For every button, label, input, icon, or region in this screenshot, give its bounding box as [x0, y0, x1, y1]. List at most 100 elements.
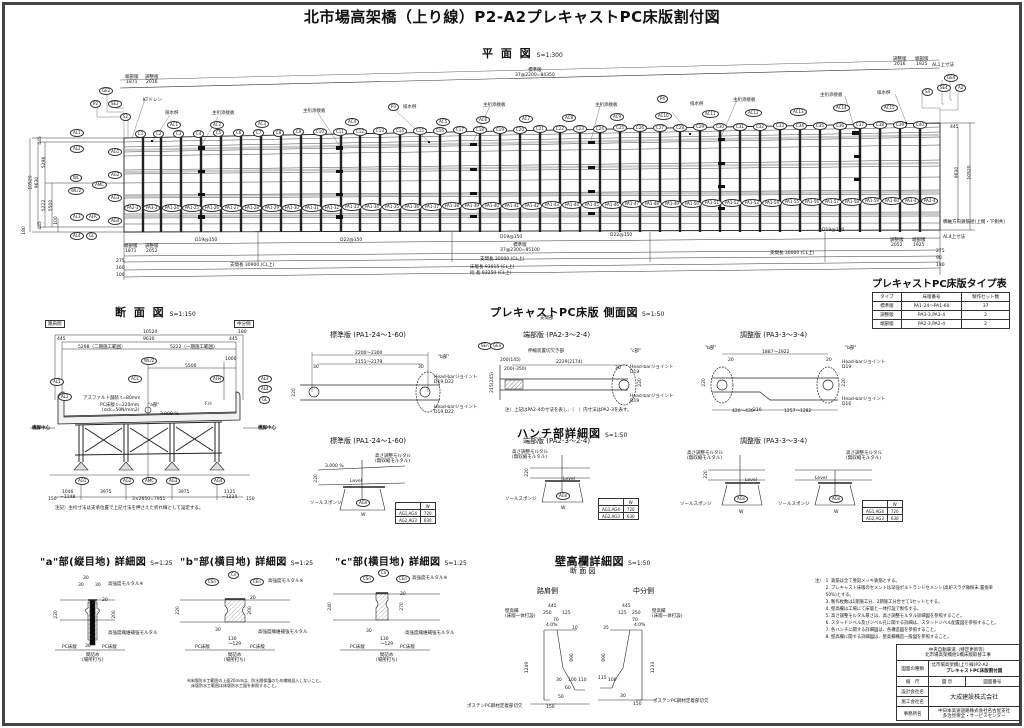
offset-3: 100 — [116, 273, 125, 278]
haunch-adj-width-left: W — [739, 510, 744, 515]
title-block-office-label: 事務所名 — [895, 706, 930, 721]
callout-joint-1: 主桁添接板 — [212, 111, 235, 116]
callout-drain-2: 排水桝 — [403, 105, 417, 110]
label-ac7: AC7 — [519, 115, 534, 123]
cross-beam-labels: C1 C2 C3 C4 C5 C6 C7 C8 C9 C10 C11 C12 C… — [135, 121, 935, 138]
label-ge4: GE4 — [944, 74, 959, 82]
rebar-label-1: D19@150 — [195, 238, 218, 243]
rebar-label-5: D19@150 — [822, 228, 845, 233]
section-right-side: 中分側 — [234, 320, 254, 328]
panel-pa1-33: PA1-33 — [342, 203, 362, 211]
label-c25: C25 — [613, 124, 627, 132]
label-ag3: AG3 — [108, 194, 123, 202]
detail-c-right-slab: PC床版 — [400, 645, 415, 650]
title-block-office: 中日本高速道路株式会社名古屋支社多治見保全・サービスセンター — [928, 706, 1020, 721]
section-bottom-r1: 1121~1224 — [222, 490, 238, 500]
section-label-al1: AL1 — [50, 378, 64, 386]
details-footnote: ※床版防水工範囲の上面20mmは、防水層保護のため繊維混入しないこと。 床版防水… — [187, 678, 324, 688]
section-label-gl: GL — [259, 396, 271, 404]
panel-pa1-40: PA1-40 — [482, 202, 502, 210]
label-gl: GL — [86, 232, 98, 240]
parapet-left-w1: 250 — [543, 611, 552, 616]
side-std-dim2: 2151〜2179 — [355, 360, 383, 365]
span-length-1: 支間長 30900 (CL上) — [230, 263, 275, 268]
panel-pa1-27: PA1-27 — [222, 204, 242, 212]
side-end-dim1: 2229(2174) — [556, 360, 583, 365]
title-block: 中央自動車道（特定更新等）北市場高架橋他1橋床版取替工事 図面の種類北市場高架橋… — [895, 644, 1021, 721]
note-item: 2. プレキャスト床版のセメントは早強ポルトランドセメント(高炉スラグ微粉末 置… — [825, 586, 993, 591]
label-a2: A2 — [955, 84, 967, 92]
section-note: 注記）主桁寸法は支承位置で上記寸法を押さえた折れ線として設定する。 — [55, 506, 204, 511]
rebar-label-3: D19@150 — [500, 235, 523, 240]
parapet-left-h2: 890 — [569, 653, 575, 662]
panel-pa2-3: PA2-3 — [124, 204, 142, 212]
label-c19: C19 — [493, 126, 507, 134]
label-p2: P2 — [90, 100, 101, 108]
label-c39: C39 — [893, 121, 907, 129]
panel-pa3-4: PA3-4 — [902, 197, 920, 205]
offset-right-1: 275 — [936, 249, 945, 254]
parapet-left-post: ポステンPC鋼材定着部切欠 — [467, 704, 523, 709]
section-asphalt-note: アスファルト舗装 t=80mm — [83, 396, 141, 401]
haunch-standard-title: 標準版 (PA1-24〜1-60) — [330, 437, 407, 445]
parapet-left-label: 壁高欄(床版一体打設) — [505, 609, 536, 619]
note-item: 50%)とする。 — [825, 593, 854, 598]
label-c14: C14 — [393, 127, 407, 135]
panel-pa1-54: PA1-54 — [762, 199, 782, 207]
section-dim-right-ext: 180 — [238, 330, 247, 335]
title-block-design-label: 設計会社名 — [895, 686, 930, 697]
label-s4: S4 — [922, 88, 934, 96]
side-end-c-part: "c部" — [630, 349, 642, 354]
side-end-label-gen: GEn — [490, 342, 505, 350]
section-pc-slab-note: PC床版 t=220mm — [100, 403, 140, 408]
label-ac6: AC6 — [476, 116, 491, 124]
label-c31: C31 — [733, 123, 747, 131]
parapet-right-h1: 35 — [603, 626, 609, 631]
detail-c-width: 130〜129 — [380, 637, 394, 647]
haunch-end-girder: AGn — [556, 492, 571, 500]
label-ac9: AC9 — [610, 113, 625, 121]
side-adj-edge2: 20 — [826, 358, 832, 363]
parapet-left-h3: 100 — [568, 678, 577, 683]
haunch-std-girder: AGn — [356, 499, 371, 507]
section-girder-ag1: AG1 — [75, 477, 90, 485]
side-end-notch: 伸縮装置切欠き部 — [528, 349, 564, 354]
label-se2: SE2 — [108, 100, 122, 108]
side-adj-bot2: 210 — [753, 408, 762, 413]
label-c33: C33 — [773, 122, 787, 130]
haunch-std-sponge: ソールスポンジ — [310, 501, 342, 506]
haunch-adj-level-right: Level — [815, 476, 827, 481]
label-ge2: GE2 — [99, 87, 114, 95]
haunch-end-width: W — [561, 506, 566, 511]
section-label-acl: ACL — [128, 375, 142, 383]
haunch-end-mortar: 高さ調整モルタル(無収縮モルタル) — [512, 450, 548, 460]
label-c2: C2 — [153, 130, 165, 138]
label-ag4: AG4 — [108, 217, 123, 225]
label-ac11: AC11 — [702, 110, 719, 118]
haunch-adj-sponge-right: ソールスポンジ — [778, 502, 810, 507]
label-c36: C36 — [833, 122, 847, 130]
side-std-b-part: "b部" — [438, 355, 450, 360]
detail-b-left-slab: PC床版 — [195, 645, 210, 650]
section-bottom-right: 150 — [246, 497, 255, 502]
plan-al4-note: AL4上寸法 — [943, 235, 965, 240]
note-item: 4. 壁高欄は工場にて床版と一体打設で製作する。 — [825, 607, 922, 612]
offset-right-3: 180 — [936, 263, 945, 268]
label-ac12: AC12 — [745, 109, 762, 117]
label-amc: AMC — [92, 181, 107, 189]
callout-kt-drain: KTドレン — [143, 98, 162, 103]
label-c8: C8 — [273, 129, 285, 137]
haunch-adj-girder-right: AGn — [829, 495, 844, 503]
panel-pa1-39: PA1-39 — [462, 202, 482, 210]
section-left-side: 路肩側 — [45, 320, 65, 328]
